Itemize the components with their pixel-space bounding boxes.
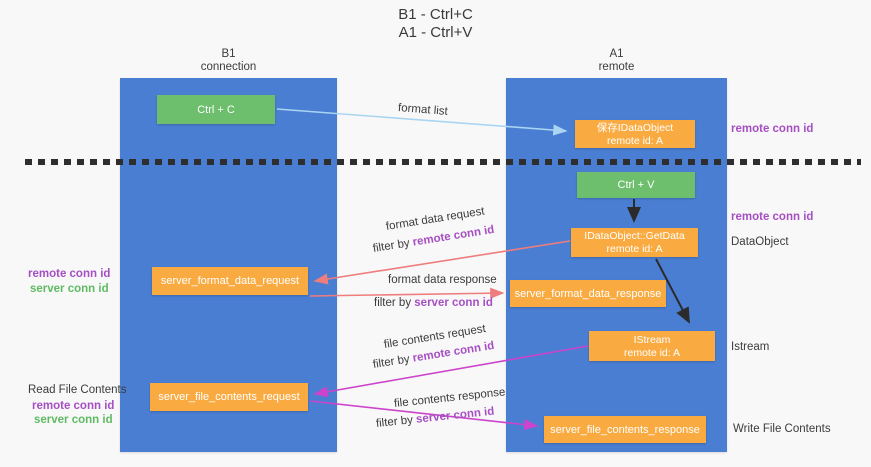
diagram-title: B1 - Ctrl+C A1 - Ctrl+V (0, 6, 871, 42)
lane-header-a1: A1 remote (506, 48, 727, 74)
side-label-remote-conn-id-mid: remote conn id (731, 211, 814, 223)
title-line-1: B1 - Ctrl+C (398, 6, 473, 23)
remote-conn-id-text: remote conn id (411, 223, 496, 249)
node-istream-line1: IStream (633, 333, 671, 346)
side-label-istream: Istream (731, 341, 770, 353)
filter-by-text: filter by (372, 353, 411, 371)
node-server-file-contents-response-label: server_file_contents_response (550, 423, 700, 436)
node-idataobject-getdata-line2: remote id: A (606, 243, 663, 255)
title-line-2: A1 - Ctrl+V (398, 24, 473, 41)
node-server-file-contents-request: server_file_contents_request (150, 383, 308, 411)
edge-label-filter-by-server-2: filter by server conn id (375, 406, 495, 430)
node-istream-line2: remote id: A (623, 346, 681, 359)
node-istream: IStream remote id: A (589, 331, 715, 361)
edge-label-format-data-response: format data response (388, 274, 497, 286)
side-label-read-file-contents: Read File Contents (28, 384, 127, 396)
node-server-format-data-response-label: server_format_data_response (514, 287, 662, 300)
side-label-server-conn-id-left-2: server conn id (34, 414, 113, 426)
node-idataobject-getdata: IDataObject::GetData remote id: A (571, 228, 698, 257)
filter-by-text: filter by (372, 237, 411, 255)
lane-b1-role: connection (200, 61, 257, 73)
node-server-file-contents-response: server_file_contents_response (544, 416, 706, 443)
side-label-dataobject: DataObject (731, 236, 789, 248)
node-server-file-contents-request-label: server_file_contents_request (158, 391, 300, 403)
node-idataobject-getdata-line1: IDataObject::GetData (584, 230, 685, 242)
node-ctrl-v: Ctrl + V (577, 172, 695, 198)
edge-label-filter-by-server-1: filter by server conn id (374, 297, 493, 309)
side-label-remote-conn-id-left-2: remote conn id (32, 400, 115, 412)
server-conn-id-text: server conn id (414, 297, 493, 309)
filter-by-text: filter by (375, 414, 414, 430)
node-ctrl-c-label: Ctrl + C (197, 103, 235, 116)
side-label-remote-conn-id-left-1: remote conn id (28, 268, 111, 280)
edge-label-format-list: format list (397, 102, 449, 118)
node-save-idataobject: 保存IDataObject remote id: A (575, 120, 695, 148)
lane-a1-role: remote (598, 61, 635, 73)
arrow-format-data-response (309, 287, 505, 299)
node-ctrl-v-label: Ctrl + V (617, 179, 655, 191)
node-server-format-data-request-label: server_format_data_request (160, 275, 300, 287)
lane-header-b1: B1 connection (120, 48, 337, 74)
side-label-remote-conn-id-top: remote conn id (731, 123, 814, 135)
node-server-format-data-response: server_format_data_response (510, 280, 666, 307)
filter-by-text: filter by (374, 297, 412, 309)
node-ctrl-c: Ctrl + C (157, 95, 275, 124)
node-server-format-data-request: server_format_data_request (152, 267, 308, 295)
side-label-write-file-contents: Write File Contents (733, 423, 831, 435)
lane-a1-name: A1 (609, 48, 624, 60)
node-save-idataobject-line1: 保存IDataObject (596, 121, 674, 134)
lane-b1-name: B1 (221, 48, 236, 60)
node-save-idataobject-line2: remote id: A (606, 134, 664, 147)
side-label-server-conn-id-left-1: server conn id (30, 283, 109, 295)
phase-divider-dashed-line (25, 159, 861, 165)
server-conn-id-text: server conn id (415, 405, 495, 426)
